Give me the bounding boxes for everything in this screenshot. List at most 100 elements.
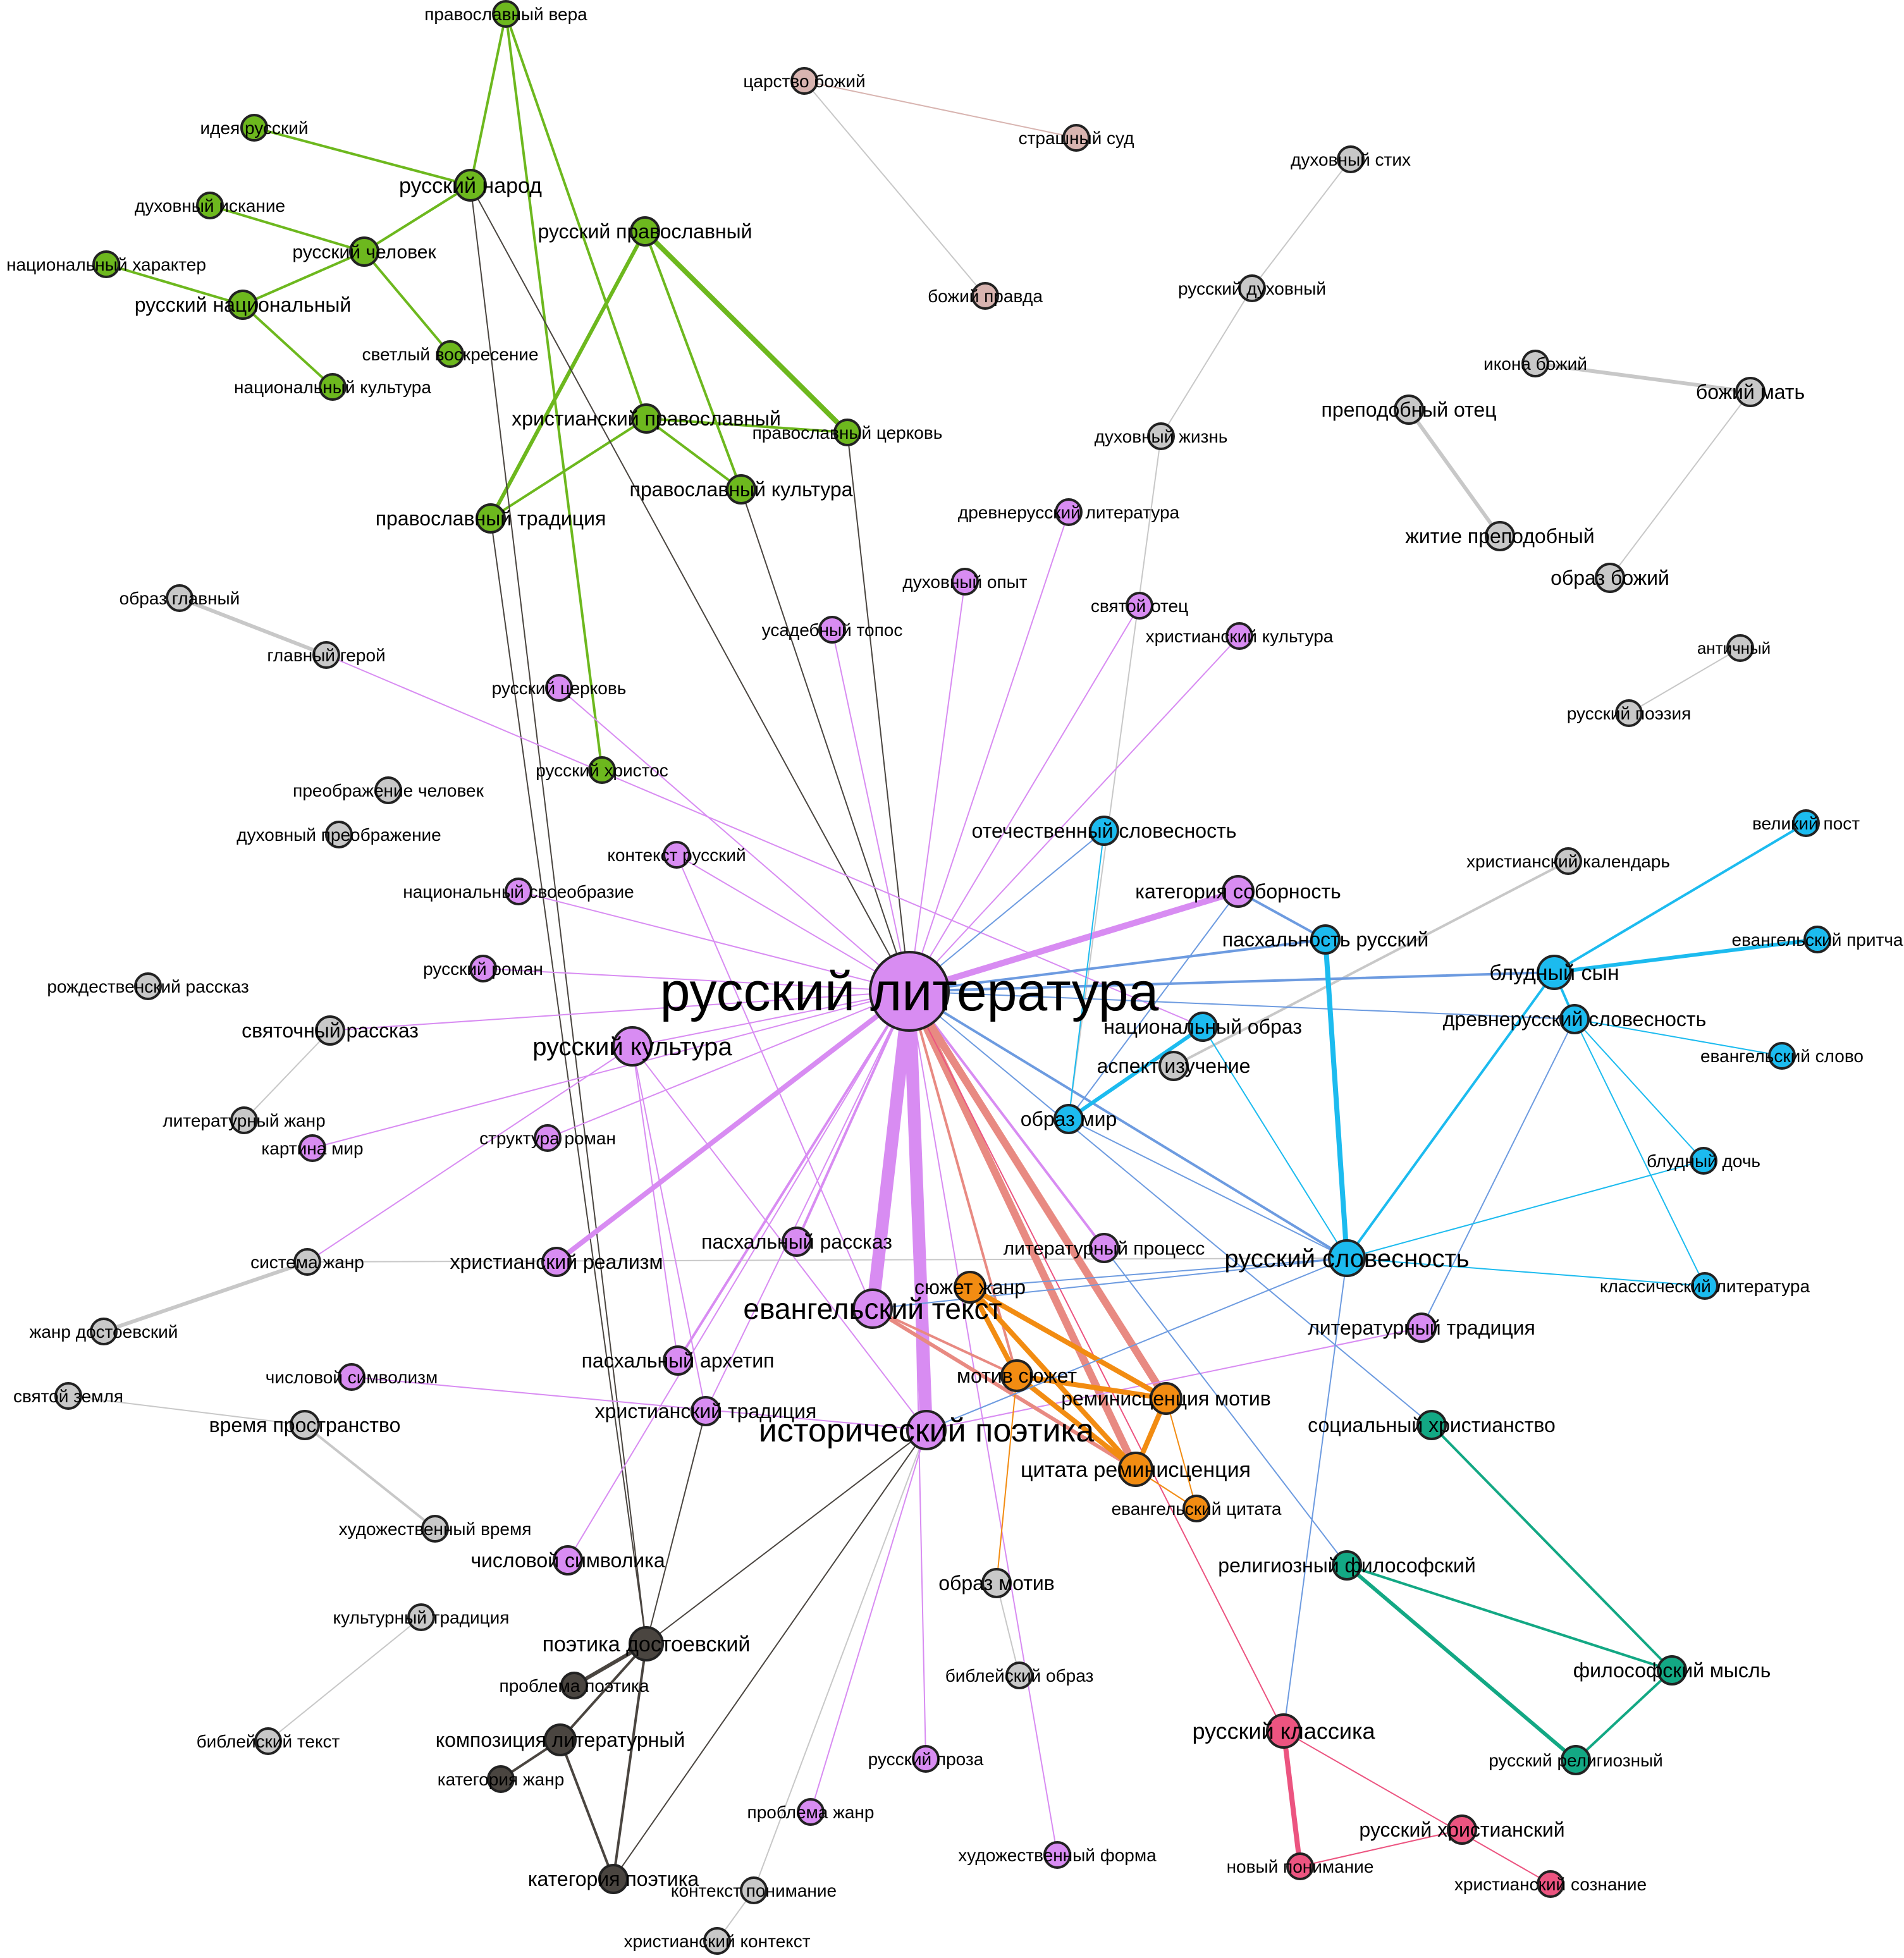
- node-label-rus_lit: русский литература: [660, 962, 1159, 1022]
- node-ev_slovo: [1768, 1042, 1796, 1070]
- node-nov_ponim: [1286, 1852, 1314, 1880]
- node-obraz_bozh: [1595, 563, 1625, 593]
- edge-poet_dost-hr_trad: [646, 1410, 706, 1644]
- node-label-prav_trad: православный традиция: [376, 507, 606, 530]
- node-duh_zhizn: [1147, 422, 1175, 450]
- node-citata_remin: [1118, 1452, 1153, 1487]
- node-label-filos_mysl: философский мысль: [1573, 1659, 1771, 1682]
- node-label-kat_zhanr: категория жанр: [438, 1770, 565, 1789]
- edge-rus_lit-ist_poet: [903, 985, 933, 1436]
- node-lit_trad: [1406, 1312, 1437, 1343]
- node-label-ist_poet: исторический поэтика: [759, 1412, 1095, 1449]
- node-lit_zhanr: [230, 1106, 258, 1134]
- edge-ist_poet-probl_zhanr: [810, 1429, 927, 1813]
- edge-rus_lit-kartina_mir: [312, 991, 910, 1149]
- node-prep_otec: [1394, 395, 1424, 425]
- node-obraz_motiv: [981, 1568, 1012, 1598]
- node-bozh_pravda: [971, 282, 999, 310]
- edge-hr_prav-prav_cerk: [645, 417, 849, 434]
- node-label-duh_isk: духовный искание: [135, 196, 285, 216]
- node-svyat_rasskaz: [315, 1015, 345, 1046]
- node-rus_relig: [1561, 1745, 1591, 1775]
- node-label-obraz_mir: образ мир: [1021, 1108, 1117, 1130]
- edge-ev_tekst-kontekst_rus: [676, 854, 873, 1309]
- node-label-ikona: икона божий: [1483, 354, 1587, 374]
- node-label-citata_remin: цитата реминисценция: [1021, 1458, 1251, 1482]
- node-label-ev_slovo: евангельский слово: [1700, 1046, 1864, 1066]
- node-label-hud_forma: художественный форма: [958, 1845, 1157, 1865]
- node-label-pash_rasskaz: пасхальный рассказ: [701, 1230, 892, 1253]
- node-label-prep_otec: преподобный отец: [1321, 398, 1496, 421]
- node-label-ev_pritcha: евангельский притча: [1731, 930, 1903, 950]
- node-label-zhitie: житие преподобный: [1405, 525, 1594, 548]
- node-antich: [1726, 634, 1754, 662]
- node-rus_proza: [912, 1745, 940, 1773]
- edge-bl_syn-rus_slov: [1346, 971, 1556, 1259]
- edge-ist_poet-kat_poet: [613, 1429, 927, 1880]
- edge-rus_lit-soc_hr: [909, 991, 1432, 1426]
- node-bibl_obraz: [1005, 1661, 1033, 1689]
- node-rus_prav: [630, 216, 660, 247]
- node-label-rel_filos: религиозный философский: [1218, 1554, 1475, 1577]
- node-label-probl_zhanr: проблема жанр: [747, 1802, 875, 1822]
- edge-rus_duh-duh_zhizn: [1160, 288, 1253, 437]
- edge-obraz_glav-glav_geroy: [178, 596, 328, 657]
- node-label-bozh_mat: божий мать: [1696, 381, 1805, 403]
- node-probl_poet: [560, 1672, 588, 1699]
- node-preobr_chel: [374, 776, 402, 804]
- node-duh_isk: [196, 192, 224, 219]
- edge-rus_narod-prav_vera: [469, 13, 507, 187]
- edge-rus_chel-rus_nac: [242, 250, 365, 306]
- node-label-aspekt: аспект изучение: [1097, 1055, 1251, 1077]
- edge-lit_process-rel_filos: [1103, 1247, 1348, 1566]
- node-label-hud_vremya: художественный время: [339, 1519, 532, 1539]
- edge-bl_syn-vel_post: [1553, 822, 1807, 974]
- node-bl_syn: [1537, 955, 1572, 990]
- node-nac_har: [92, 250, 120, 278]
- edge-motiv_syuzh-remin_motiv: [1014, 1373, 1169, 1401]
- node-label-kult_trad: культурный традиция: [333, 1608, 510, 1627]
- node-rus_roman: [469, 955, 497, 982]
- node-label-rus_relig: русский религиозный: [1489, 1751, 1663, 1770]
- node-chisl_simvolika: [553, 1545, 583, 1576]
- node-label-hr_kontekst: христианский контекст: [623, 1931, 810, 1951]
- edge-rus_lit-svyat_rasskaz: [329, 991, 910, 1031]
- edge-syuzh_zhanr-motiv_syuzh: [967, 1285, 1019, 1378]
- node-label-rus_slov: русский словесность: [1224, 1245, 1469, 1273]
- edge-rus_chel-svet_voskr: [363, 250, 451, 355]
- edge-soc_hr-filos_mysl: [1430, 1424, 1673, 1672]
- node-label-rus_nac: русский национальный: [135, 293, 352, 316]
- edge-filos_mysl-rus_relig: [1575, 1669, 1673, 1761]
- node-hr_prav: [631, 403, 661, 434]
- node-svyat_otec: [1126, 592, 1153, 620]
- node-kat_zhanr: [487, 1765, 515, 1793]
- edge-poet_dost-kompoz_lit: [559, 1643, 648, 1741]
- edge-rus_narod-rus_lit: [470, 185, 910, 992]
- node-probl_zhanr: [797, 1798, 825, 1826]
- edge-rus_slov-rus_klassika: [1283, 1257, 1348, 1732]
- node-hr_kontekst: [703, 1927, 731, 1955]
- node-motiv_syuzh: [1000, 1359, 1033, 1392]
- node-label-bibl_tekst: библейский текст: [197, 1732, 340, 1751]
- edge-ist_poet-chisl_simvolizm: [351, 1376, 927, 1431]
- node-label-bozh_pravda: божий правда: [928, 286, 1043, 306]
- node-label-pash_arhetip: пасхальный архетип: [582, 1349, 775, 1372]
- edge-rel_filos-rus_relig: [1345, 1563, 1578, 1762]
- node-drevnerus_lit: [1055, 498, 1083, 526]
- edge-sist_zhanr-rus_slov: [307, 1257, 1348, 1263]
- edge-nac_obraz-obraz_mir: [1067, 1025, 1205, 1121]
- node-ev_pritcha: [1803, 926, 1831, 953]
- node-obraz_mir: [1053, 1104, 1084, 1134]
- node-label-rus_prav: русский православный: [537, 220, 752, 243]
- node-usad_topos: [818, 616, 846, 644]
- node-label-zhanr_dost: жанр достоевский: [30, 1322, 178, 1342]
- node-label-duh_zhizn: духовный жизнь: [1095, 427, 1228, 446]
- node-strukt_roman: [534, 1124, 562, 1152]
- edge-rus_prav-prav_cerk: [642, 229, 850, 435]
- node-kontekst_ponim: [740, 1876, 768, 1904]
- node-prav_vera: [492, 0, 520, 28]
- node-label-poet_dost: поэтика достоевский: [543, 1632, 751, 1656]
- edge-ist_poet-poet_dost: [646, 1429, 927, 1644]
- graph-nodes: русский литература исторический поэтика ев…: [6, 0, 1903, 1955]
- edge-kat_sobor-pash_rus: [1237, 890, 1327, 941]
